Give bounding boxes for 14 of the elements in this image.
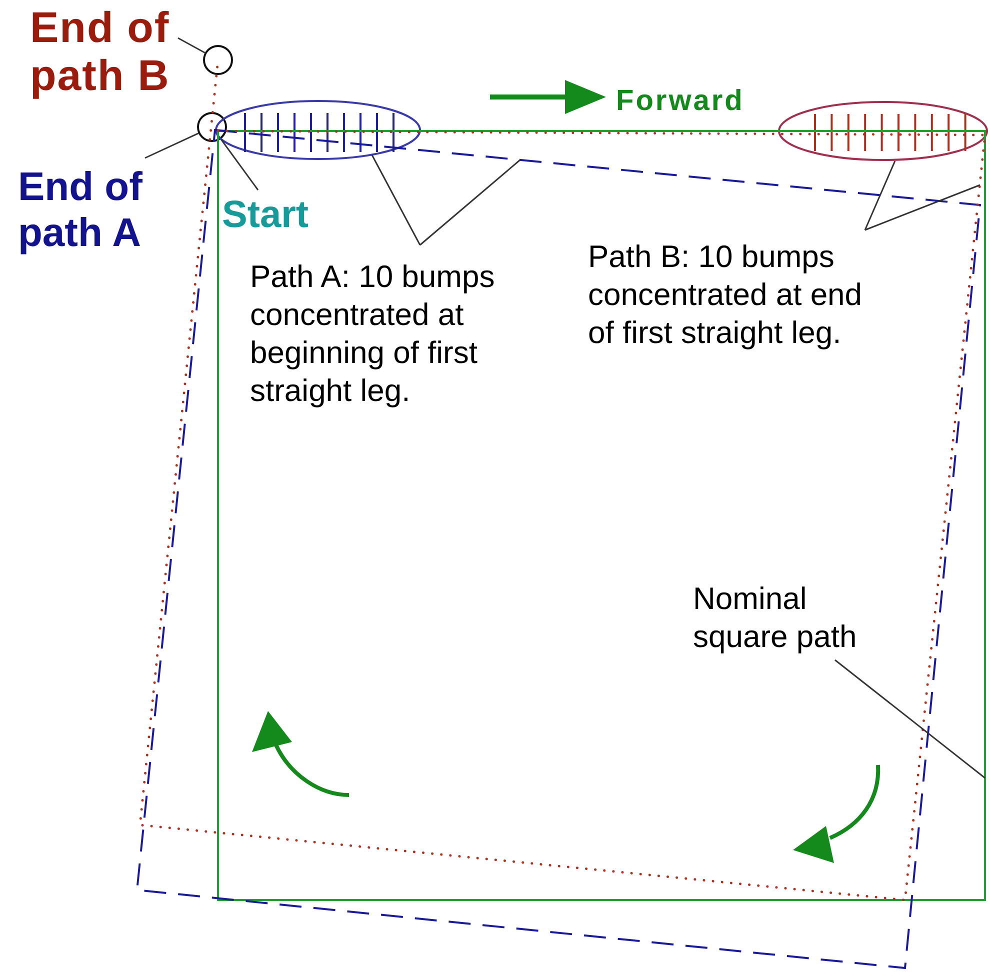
leader-line — [864, 160, 896, 230]
annotation-text: Path A: 10 bumps concentrated at beginning of first straight leg. — [250, 258, 496, 410]
leader-line — [864, 184, 980, 231]
leader-line — [420, 159, 520, 246]
direction-label: Forward — [616, 84, 746, 119]
callout-label: End of path A — [18, 164, 144, 256]
leader-line — [371, 154, 421, 246]
annotation-text: Path B: 10 bumps concentrated at end of first straight leg. — [588, 238, 864, 352]
leader-line — [144, 132, 199, 159]
leader-line — [178, 37, 206, 54]
callout-label: Start — [222, 193, 310, 238]
annotation-text: Nominal square path — [693, 580, 858, 656]
callout-label: End of path B — [30, 4, 171, 100]
leader-line — [834, 659, 986, 779]
